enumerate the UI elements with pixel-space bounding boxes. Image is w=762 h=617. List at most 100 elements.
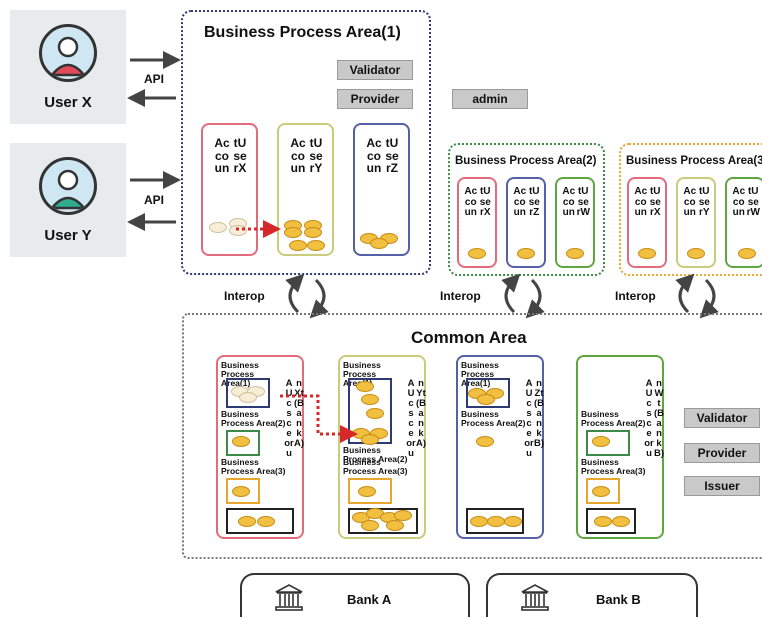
coin bbox=[477, 394, 495, 405]
common-y-area3-box bbox=[348, 478, 392, 504]
bank-b-label: Bank B bbox=[596, 592, 641, 607]
coin bbox=[468, 248, 486, 259]
admin-button[interactable]: admin bbox=[452, 89, 528, 109]
common-w-area3-label: Business Process Area(3) bbox=[581, 457, 646, 476]
common-provider-button[interactable]: Provider bbox=[684, 443, 760, 463]
interop-label-2: Interop bbox=[440, 289, 481, 303]
user-y-avatar-icon bbox=[39, 157, 97, 215]
coin bbox=[232, 436, 250, 447]
common-x-area1-label: Business Process Area(1) bbox=[221, 360, 259, 388]
coin bbox=[486, 388, 504, 399]
business-process-area-2 bbox=[448, 143, 605, 276]
coin bbox=[209, 222, 227, 233]
common-w-area2-label: Business Process Area(2) bbox=[581, 409, 646, 428]
common-account-z-text: AUcsceorunZt(BankB) bbox=[524, 378, 545, 459]
coin bbox=[257, 516, 275, 527]
bpa2-account-user-z: AccountUserZ bbox=[506, 177, 546, 268]
common-w-area3-box bbox=[586, 478, 620, 504]
user-x-avatar-icon bbox=[39, 24, 97, 82]
common-z-area2-label: Business Process Area(2) bbox=[461, 409, 526, 428]
coin bbox=[361, 434, 379, 445]
common-issuer-button[interactable]: Issuer bbox=[684, 476, 760, 496]
interop-label-1: Interop bbox=[224, 289, 265, 303]
bank-building-icon bbox=[521, 584, 549, 611]
bank-a-label: Bank A bbox=[347, 592, 392, 607]
common-account-user-x: Business Process Area(1) Business Proces… bbox=[216, 355, 304, 539]
bpa3-account-y-text: AccountUserY bbox=[683, 186, 710, 218]
bpa1-account-y-text: AccountUserY bbox=[290, 136, 323, 176]
user-y-panel: User Y bbox=[10, 143, 126, 257]
coin bbox=[487, 516, 505, 527]
coin bbox=[284, 227, 302, 238]
coin bbox=[592, 436, 610, 447]
coin bbox=[304, 227, 322, 238]
coin bbox=[356, 381, 374, 392]
bpa2-account-x-text: AccountUserX bbox=[464, 186, 491, 218]
common-account-x-text: AUcsceorunXt(BankA) bbox=[284, 378, 305, 459]
coin bbox=[592, 486, 610, 497]
coin bbox=[289, 240, 307, 251]
coin bbox=[232, 486, 250, 497]
common-area bbox=[182, 313, 762, 559]
coin bbox=[470, 516, 488, 527]
user-x-panel: User X bbox=[10, 10, 126, 124]
bpa1-validator-button[interactable]: Validator bbox=[337, 60, 413, 80]
bpa3-account-user-y: AccountUserY bbox=[676, 177, 716, 268]
coin bbox=[517, 248, 535, 259]
bank-b-panel: Bank B bbox=[486, 573, 698, 617]
coin bbox=[361, 394, 379, 405]
common-x-bank-box bbox=[226, 508, 294, 534]
user-y-label: User Y bbox=[44, 227, 92, 244]
coin bbox=[687, 248, 705, 259]
common-x-area2-box bbox=[226, 430, 260, 456]
coin bbox=[361, 520, 379, 531]
bpa1-account-user-y: AccountUserY bbox=[277, 123, 334, 256]
common-y-bank-box bbox=[348, 508, 418, 534]
coin bbox=[366, 408, 384, 419]
bpa2-account-w-text: AccountUserW bbox=[562, 186, 590, 218]
bpa2-title: Business Process Area(2) bbox=[455, 155, 597, 167]
bpa1-title: Business Process Area(1) bbox=[204, 24, 401, 41]
bpa1-account-x-text: AccountUserX bbox=[214, 136, 247, 176]
common-account-user-z: Business Process Area(1) Business Proces… bbox=[456, 355, 544, 539]
coin bbox=[239, 392, 257, 403]
coin bbox=[307, 240, 325, 251]
common-x-area3-box bbox=[226, 478, 260, 504]
common-z-bank-box bbox=[466, 508, 524, 534]
bpa3-title: Business Process Area(3 bbox=[626, 155, 762, 167]
common-y-area3-label: Business Process Area(3) bbox=[343, 457, 408, 476]
business-process-area-1 bbox=[181, 10, 431, 275]
bpa1-account-z-text: AccountUserZ bbox=[366, 136, 399, 176]
common-x-area1-box bbox=[226, 378, 270, 408]
coin bbox=[638, 248, 656, 259]
coin bbox=[612, 516, 630, 527]
bpa3-account-x-text: AccountUserX bbox=[634, 186, 661, 218]
coin bbox=[566, 248, 584, 259]
common-z-area1-label: Business Process Area(1) bbox=[461, 360, 499, 388]
coin bbox=[238, 516, 256, 527]
coin bbox=[476, 436, 494, 447]
api-label-y: API bbox=[144, 193, 165, 207]
common-account-w-text: AUcsceorunWt(BankB) bbox=[644, 378, 665, 459]
bank-building-icon bbox=[275, 584, 303, 611]
user-x-label: User X bbox=[44, 94, 92, 111]
common-w-bank-box bbox=[586, 508, 636, 534]
common-account-user-w: Business Process Area(2) Business Proces… bbox=[576, 355, 664, 539]
bpa1-provider-button[interactable]: Provider bbox=[337, 89, 413, 109]
coin bbox=[358, 486, 376, 497]
coin bbox=[738, 248, 756, 259]
bpa2-account-user-x: AccountUserX bbox=[457, 177, 497, 268]
bpa3-account-user-w: AccountUserW bbox=[725, 177, 762, 268]
bpa3-account-w-text: AccountUserW bbox=[732, 186, 760, 218]
common-y-area2-label: Business Process Area(2) bbox=[343, 445, 408, 464]
coin bbox=[386, 520, 404, 531]
coin bbox=[504, 516, 522, 527]
bpa2-account-user-w: AccountUserW bbox=[555, 177, 595, 268]
common-validator-button[interactable]: Validator bbox=[684, 408, 760, 428]
coin bbox=[370, 428, 388, 439]
api-label-x: API bbox=[144, 72, 165, 86]
